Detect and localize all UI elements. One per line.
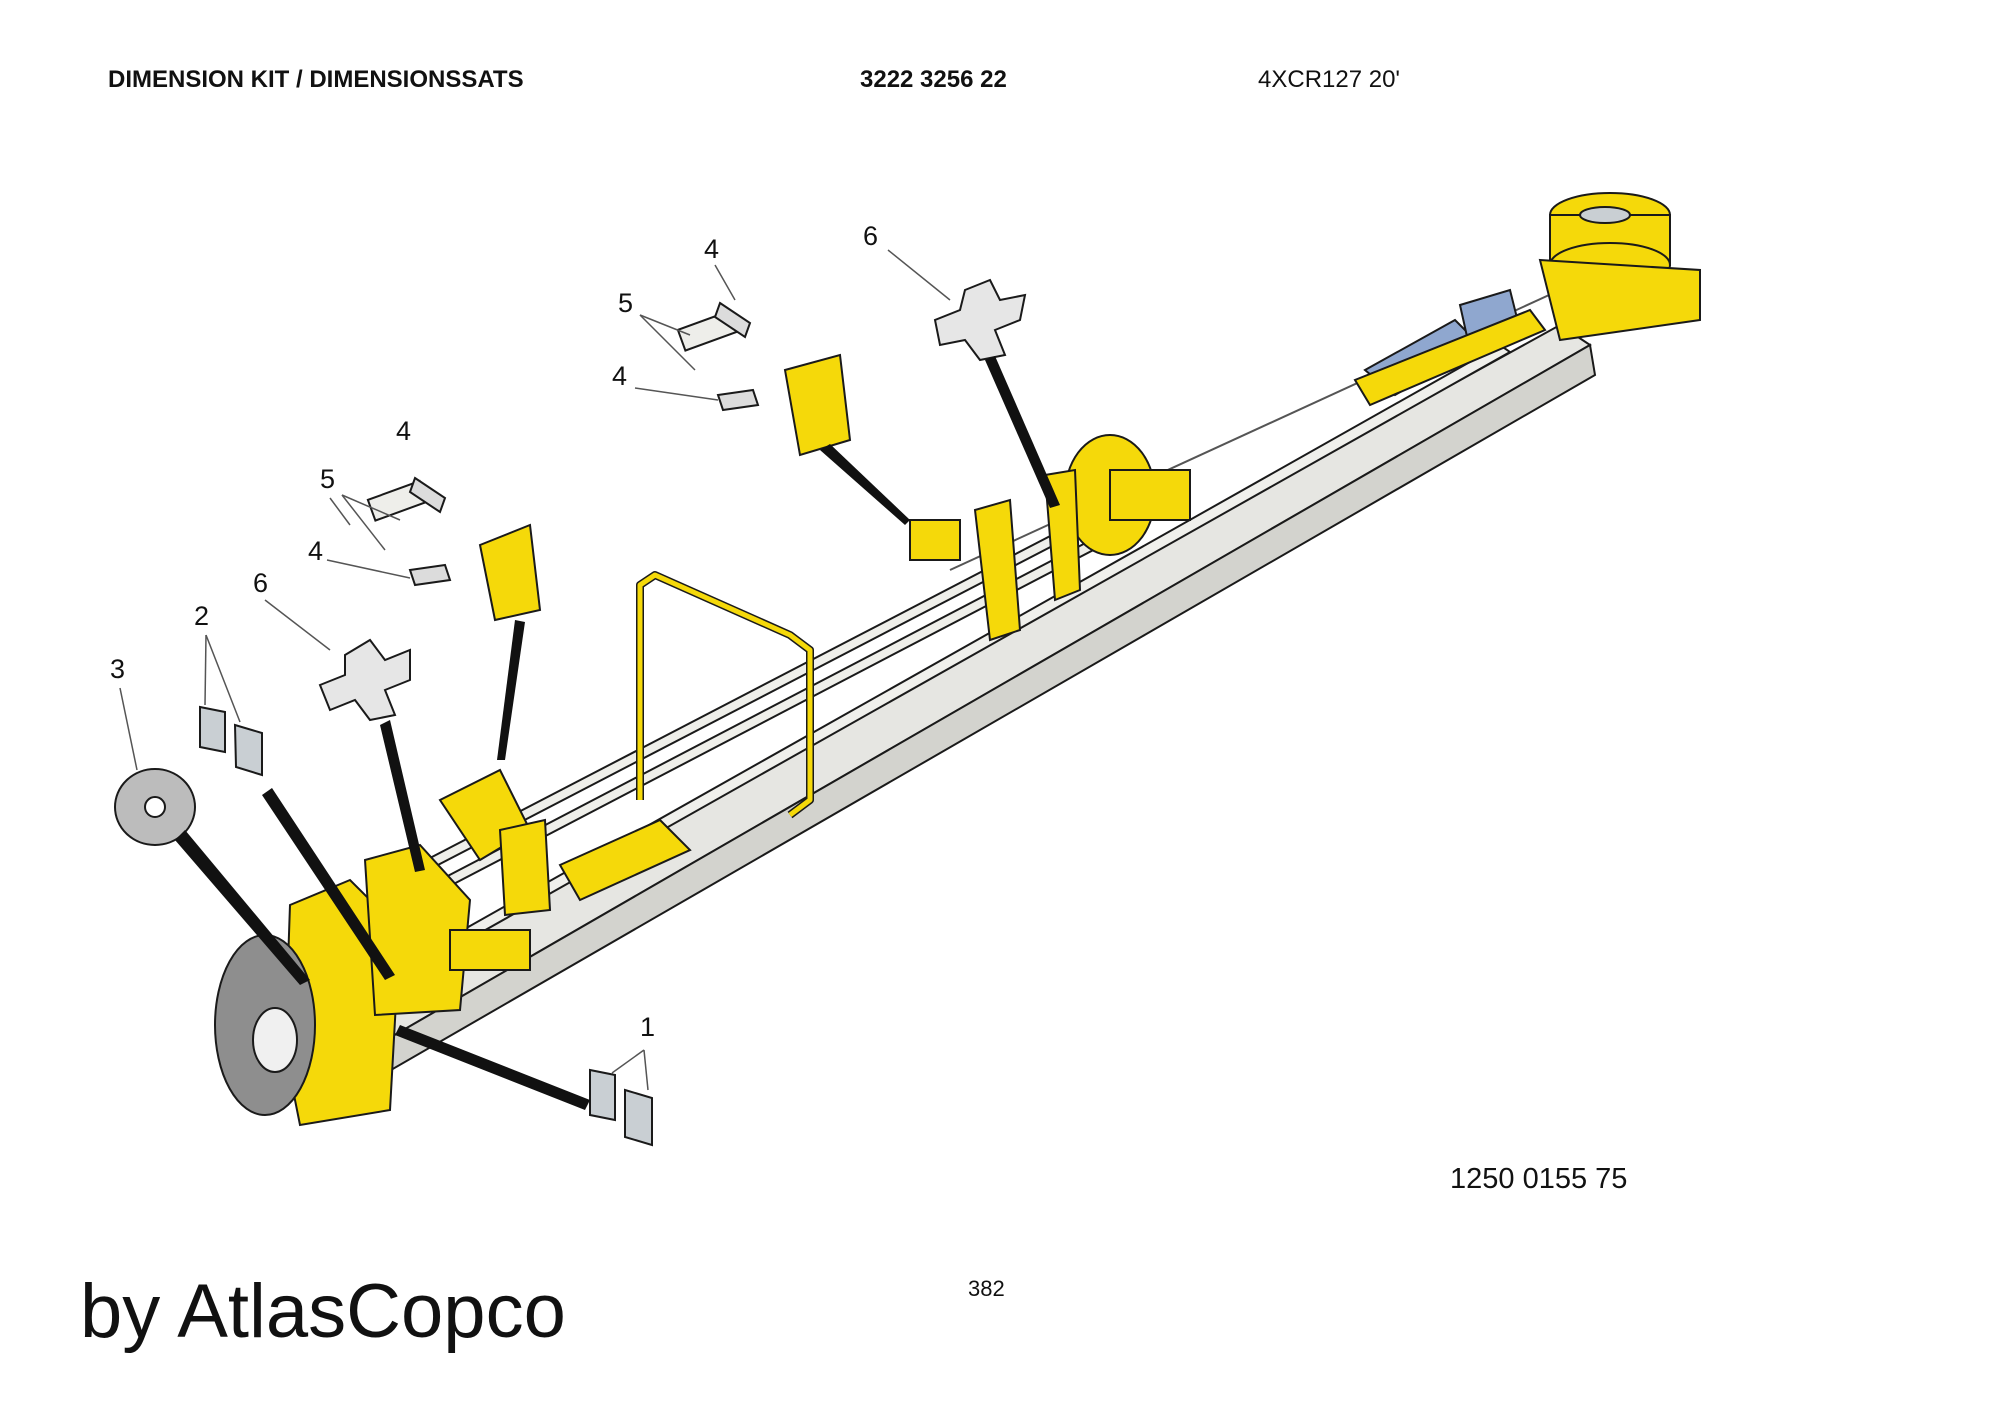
callout-2: 2 [194, 601, 209, 631]
part-number: 3222 3256 22 [860, 66, 1007, 93]
document-title: DIMENSION KIT / DIMENSIONSSATS [108, 66, 524, 93]
callout-4-c: 4 [396, 416, 411, 446]
explosion-pointers [175, 356, 1060, 1110]
exploded-parts [114, 278, 1027, 1147]
front-housing [283, 768, 692, 1127]
model-designation: 4XCR127 20' [1258, 66, 1401, 93]
watermark: by AtlasCopco [80, 1269, 566, 1354]
front-disk [214, 934, 316, 1116]
callout-3: 3 [110, 654, 125, 684]
callout-6-b: 6 [253, 568, 268, 598]
drawing-number: 1250 0155 75 [1450, 1163, 1628, 1195]
callout-4-d: 4 [308, 536, 323, 566]
yellow-guide-frame-fill [637, 572, 813, 817]
callout-5-b: 5 [320, 464, 335, 494]
page-number: 382 [968, 1276, 1005, 1301]
callout-4-b: 4 [612, 361, 627, 391]
callout-4-a: 4 [704, 234, 719, 264]
hose-reel [1538, 192, 1701, 342]
callout-labels: 1 2 3 4 4 4 4 5 5 6 6 [110, 221, 878, 1042]
callout-leaders [119, 249, 951, 1091]
callout-5-a: 5 [618, 288, 633, 318]
callout-1: 1 [640, 1012, 655, 1042]
callout-6-a: 6 [863, 221, 878, 251]
rock-drill [1353, 288, 1547, 407]
